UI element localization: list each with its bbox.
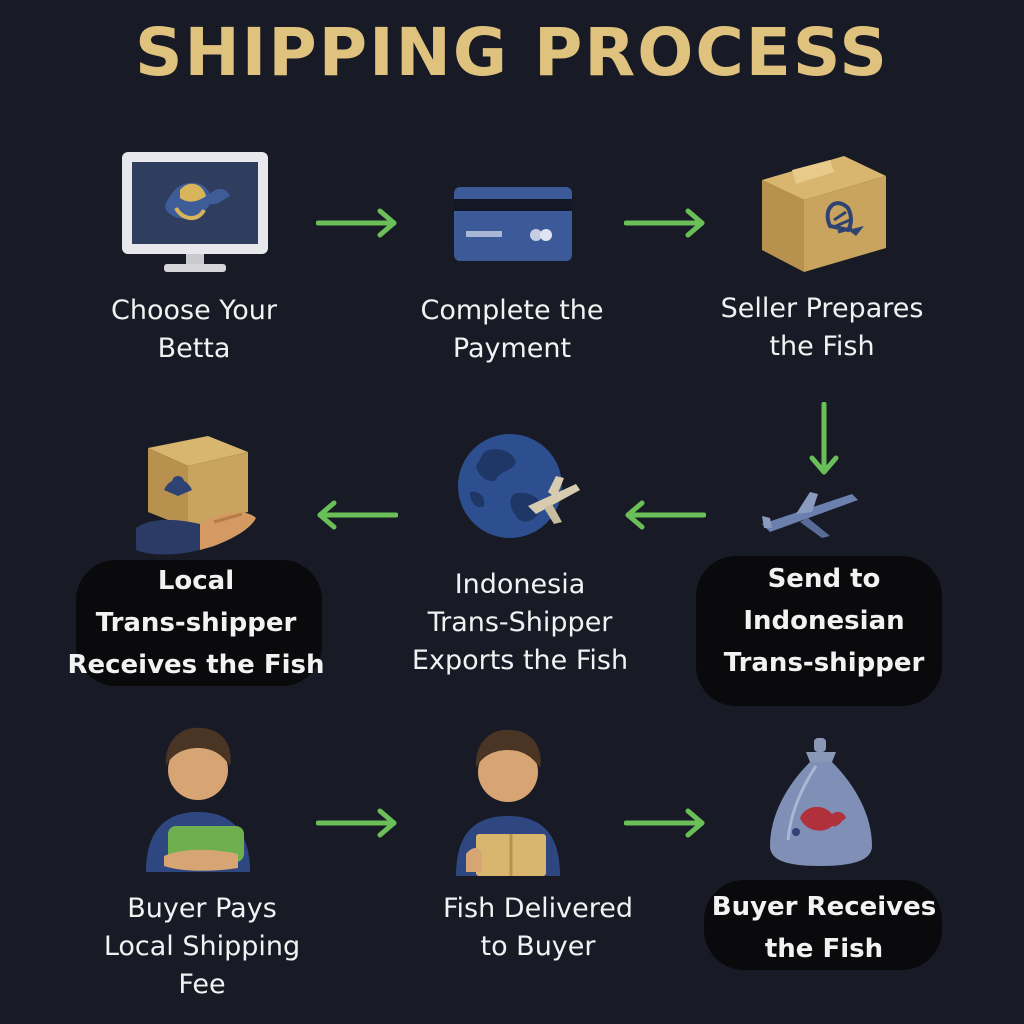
hand-box-icon: [136, 436, 256, 555]
label-backdrop: [696, 556, 942, 706]
step-label: Seller Prepares the Fish: [720, 293, 924, 362]
globe-plane-icon: [458, 434, 580, 538]
box-fish-icon: [762, 156, 886, 272]
monitor-betta-icon: [122, 152, 268, 272]
step-label: Complete the Payment: [420, 295, 604, 364]
person-box-icon: [456, 729, 560, 876]
credit-card-icon: [454, 187, 572, 261]
fish-bag-icon: [770, 738, 872, 866]
arrow-left-icon: [625, 500, 706, 530]
arrow-right-icon: [624, 208, 705, 238]
step-label: Choose Your Betta: [111, 295, 277, 364]
person-money-icon: [146, 727, 250, 872]
airplane-icon: [762, 492, 858, 538]
arrow-right-icon: [624, 808, 705, 838]
step-label: Buyer Pays Local Shipping Fee: [103, 893, 301, 1000]
arrow-down-icon: [809, 402, 839, 475]
label-backdrop: [76, 560, 322, 686]
arrow-right-icon: [316, 808, 397, 838]
step-label: Indonesia Trans-Shipper Exports the Fish: [411, 569, 629, 676]
step-label: Buyer Receives the Fish: [711, 892, 937, 964]
label-backdrop: [704, 880, 942, 970]
page-title: SHIPPING PROCESS: [135, 14, 889, 91]
step-label: Fish Delivered to Buyer: [442, 893, 634, 962]
arrow-right-icon: [316, 208, 397, 238]
step-label: Send to Indonesian Trans-shipper: [723, 564, 925, 678]
arrow-left-icon: [317, 500, 398, 530]
step-label: Local Trans-shipper Receives the Fish: [67, 566, 325, 680]
